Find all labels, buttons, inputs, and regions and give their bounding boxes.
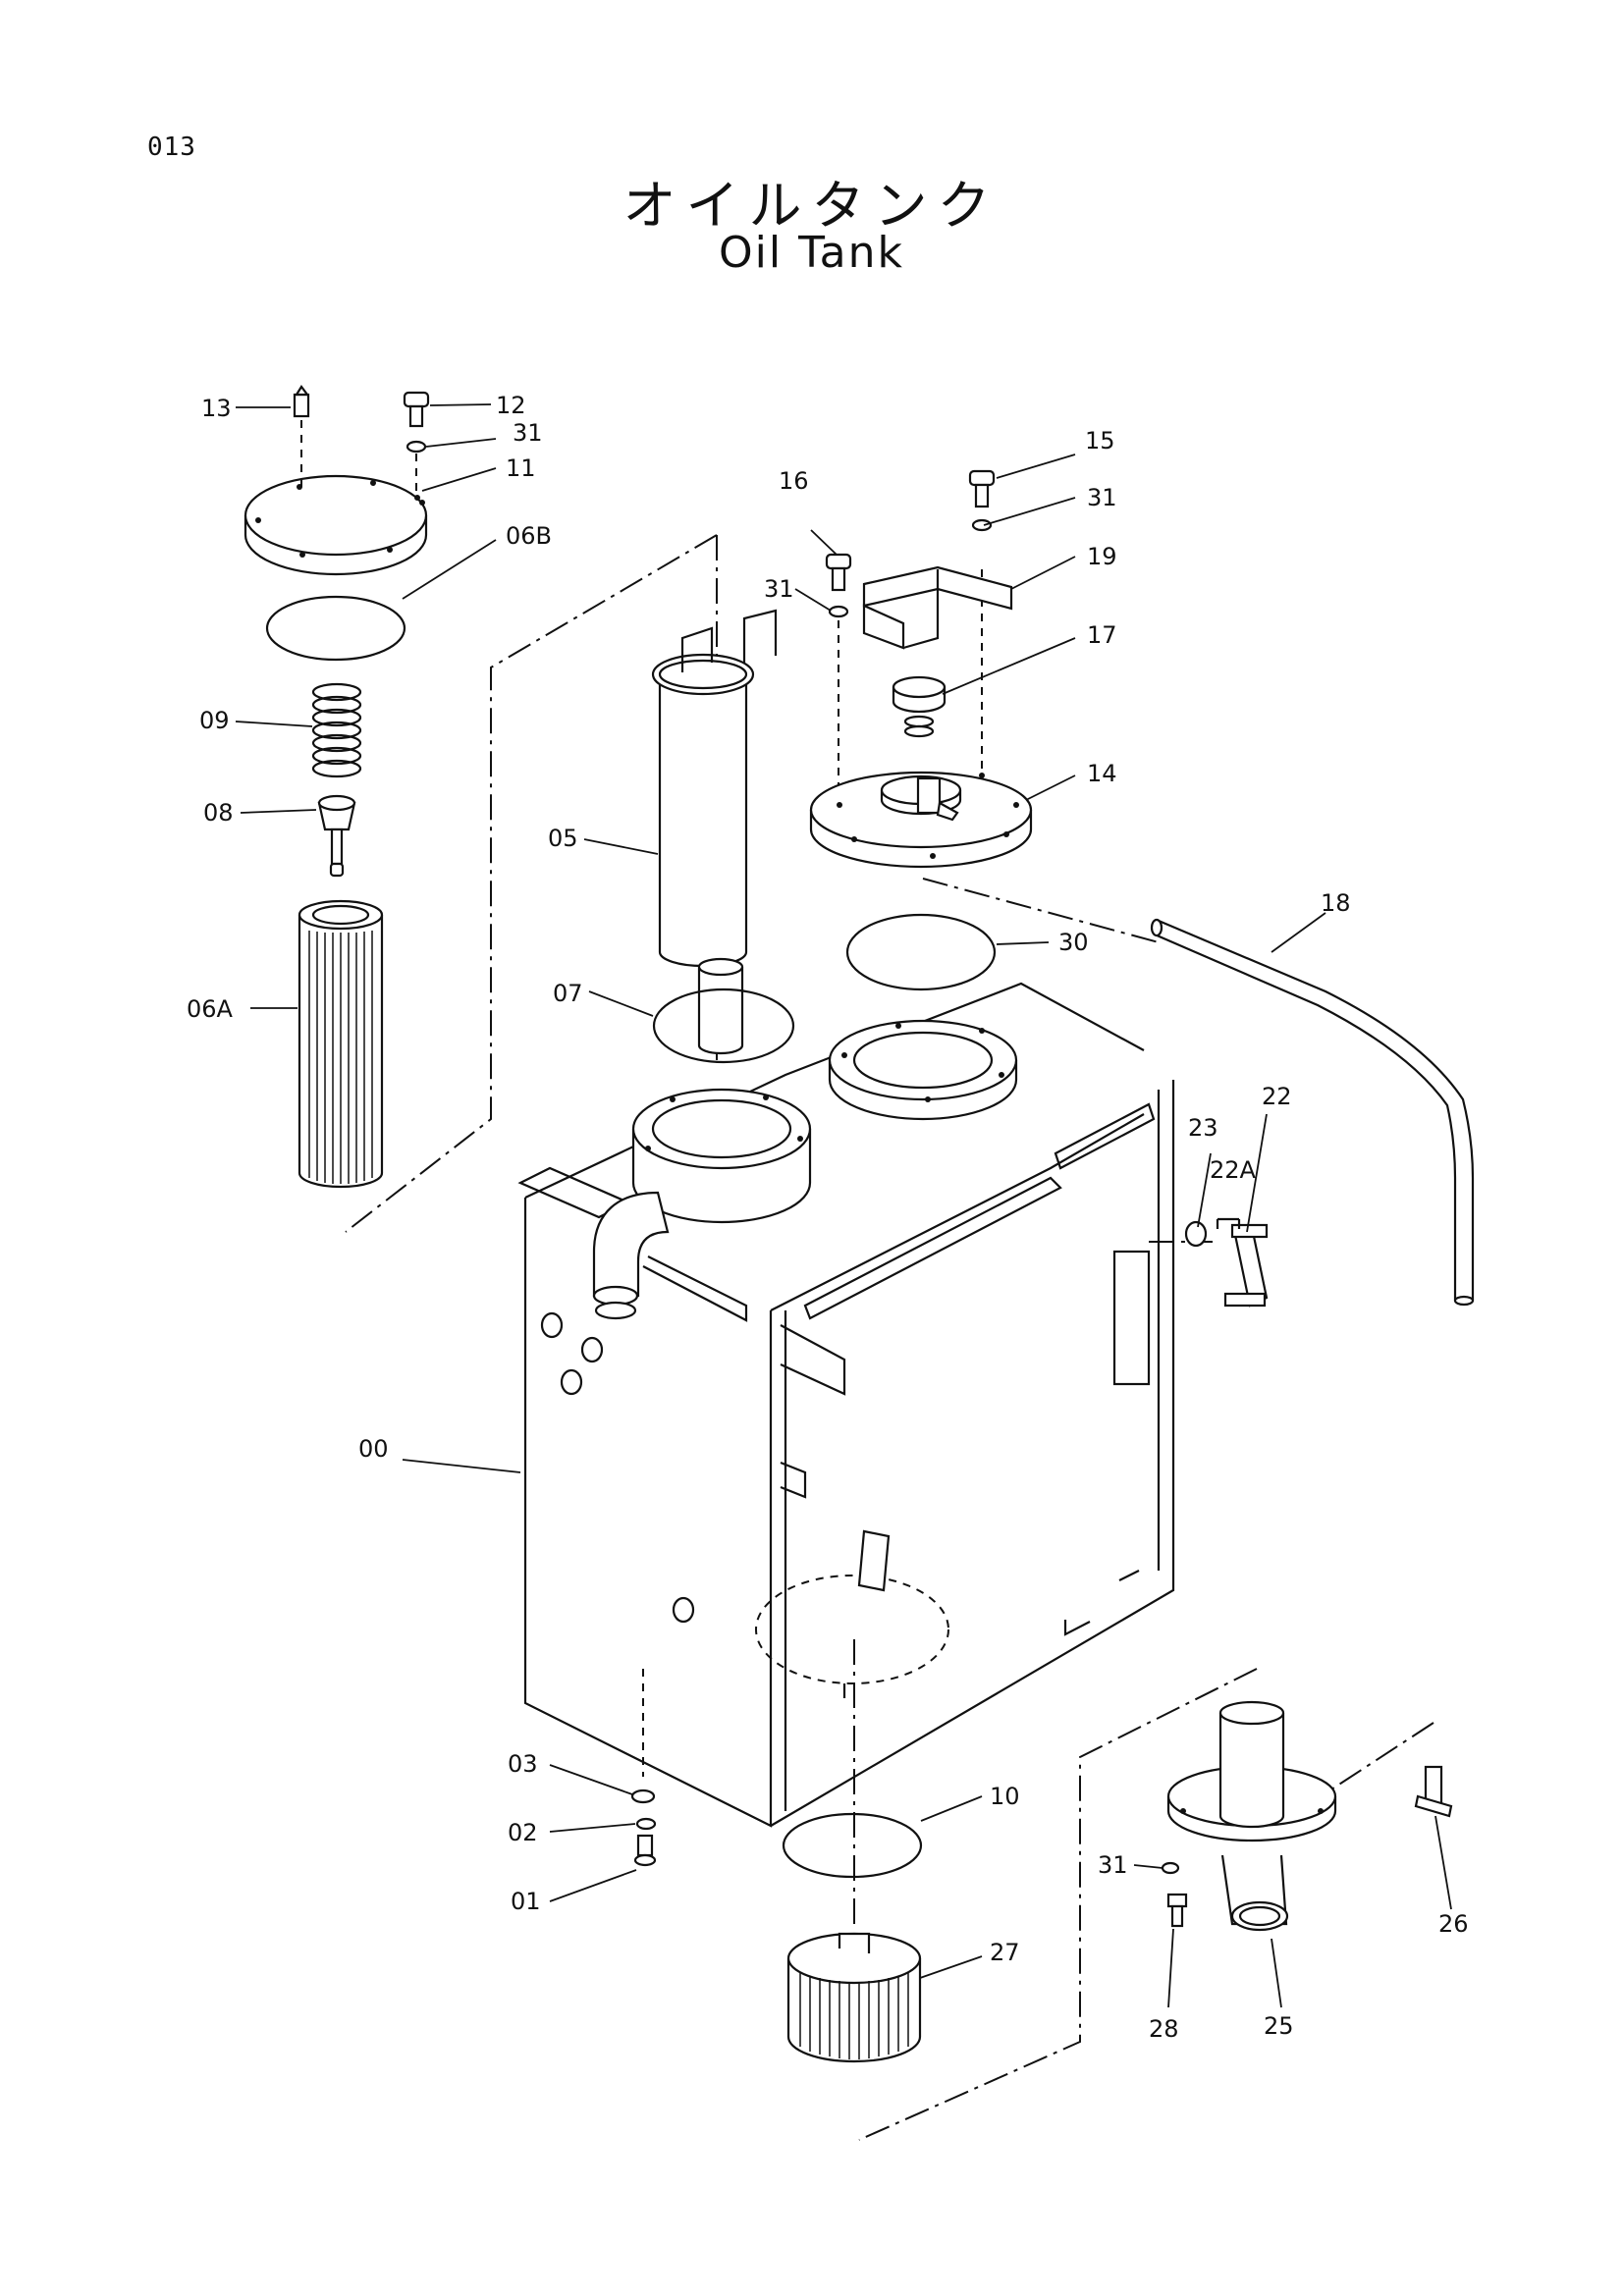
label-22a: 22A (1210, 1156, 1257, 1184)
gauge-washer (1184, 1217, 1241, 1248)
label-12: 12 (496, 392, 526, 419)
leader-lines (235, 403, 1452, 2008)
tank-ports (540, 1311, 695, 1624)
label-02: 02 (508, 1819, 538, 1846)
o-ring-06b (265, 595, 406, 662)
drain-plug-parts (630, 1789, 657, 1867)
filter-element (298, 899, 384, 1189)
guard-bolt (968, 469, 996, 775)
label-19: 19 (1087, 543, 1117, 570)
label-31-bottom: 31 (1098, 1851, 1128, 1879)
label-16: 16 (779, 467, 809, 495)
label-05: 05 (548, 825, 578, 852)
level-gauge (1223, 1223, 1269, 1308)
suction-flange-pipe (1166, 1700, 1337, 1932)
breather-cap (892, 675, 947, 738)
label-03: 03 (508, 1750, 538, 1778)
drain-dashed-flange (642, 1529, 949, 1777)
title-english: Oil Tank (719, 228, 904, 278)
label-22: 22 (1262, 1083, 1292, 1110)
flange-bolt (1161, 1861, 1188, 1928)
tank-body (517, 982, 1175, 1828)
label-06a: 06A (187, 995, 234, 1023)
label-07: 07 (553, 980, 583, 1007)
label-00: 00 (358, 1435, 389, 1463)
label-30: 30 (1058, 929, 1089, 956)
label-09: 09 (199, 707, 230, 734)
label-13: 13 (201, 395, 232, 422)
guard-bracket (862, 565, 1013, 650)
spring (311, 682, 362, 778)
title-japanese: オイルタンク (622, 175, 1001, 237)
label-18: 18 (1321, 889, 1351, 917)
suction-strainer (651, 609, 778, 1055)
air-breather-plug (293, 385, 310, 491)
drain-cock (1414, 1765, 1453, 1818)
part-labels: 13 12 31 11 06B 09 08 05 06A 07 16 31 15… (187, 392, 1469, 2043)
label-14: 14 (1087, 760, 1117, 787)
label-26: 26 (1438, 1910, 1469, 1938)
label-17: 17 (1087, 621, 1117, 649)
label-23: 23 (1188, 1114, 1218, 1142)
cover-bolt (403, 391, 430, 491)
label-15: 15 (1085, 427, 1115, 454)
suction-filter-27 (786, 1932, 922, 2063)
level-pipe (1150, 918, 1475, 1307)
label-31-top-left: 31 (513, 419, 543, 447)
o-ring-07 (652, 988, 795, 1064)
o-ring-30 (845, 913, 997, 991)
label-28: 28 (1149, 2015, 1179, 2043)
return-elbow (592, 1191, 670, 1320)
label-06b: 06B (506, 522, 552, 550)
cover-plate-14 (809, 771, 1033, 869)
label-01: 01 (511, 1888, 541, 1915)
label-27: 27 (990, 1939, 1020, 1966)
label-11: 11 (506, 454, 536, 482)
bolt-16 (825, 553, 852, 795)
page-number: 013 (147, 133, 196, 162)
label-10: 10 (990, 1783, 1020, 1810)
o-ring-10 (782, 1812, 923, 1879)
relief-valve (317, 794, 356, 878)
label-08: 08 (203, 799, 234, 827)
filter-cover-plate (243, 474, 428, 576)
label-25: 25 (1264, 2012, 1294, 2040)
label-31-mid: 31 (764, 575, 794, 603)
suction-flange (828, 1019, 1018, 1121)
label-31-top-right: 31 (1087, 484, 1117, 511)
